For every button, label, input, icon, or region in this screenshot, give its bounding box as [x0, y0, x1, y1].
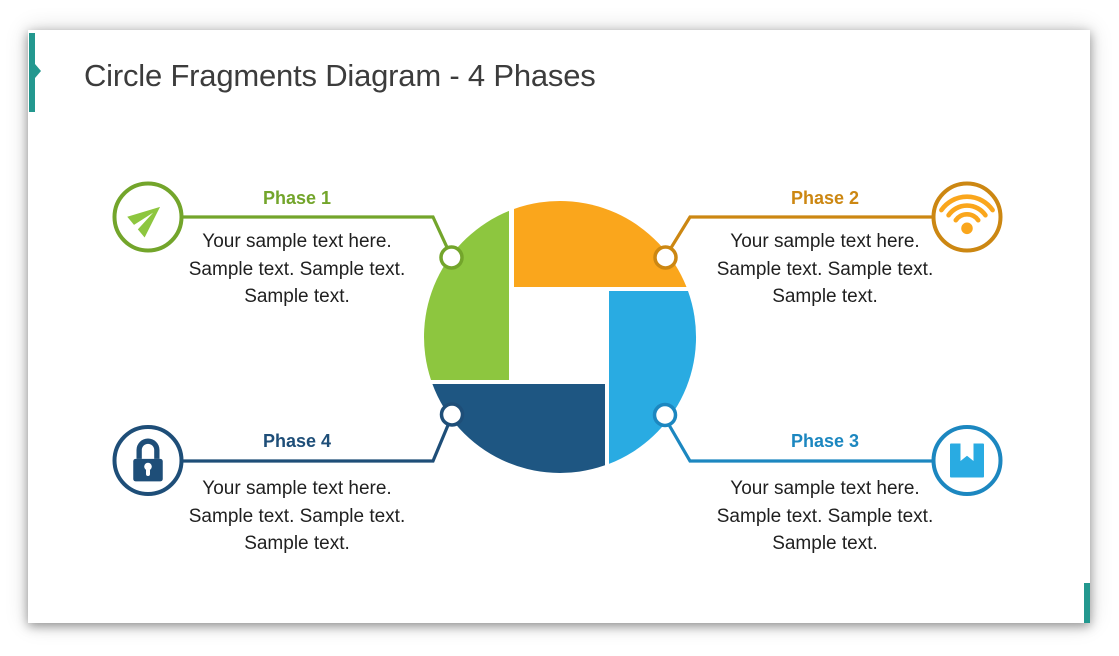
phase3-icon-badge — [931, 425, 1003, 496]
phase2-icon-badge — [931, 181, 1003, 253]
phase2-text-line3: Sample text. — [772, 286, 878, 307]
phase4-text-line1: Your sample text here. — [202, 478, 392, 499]
bookmark-icon — [950, 443, 984, 478]
phase3-text-line3: Sample text. — [772, 533, 878, 554]
page-title: Circle Fragments Diagram - 4 Phases — [84, 58, 596, 93]
connector-node-phase4 — [439, 402, 465, 427]
circle-fragment-green — [424, 210, 509, 380]
circle-fragment-orange — [514, 200, 687, 287]
phase4-text: Your sample text here. Sample text. Samp… — [147, 475, 447, 558]
phase1-text-line1: Your sample text here. — [202, 231, 392, 252]
phase3-label: Phase 3 — [790, 431, 860, 451]
connector-node-phase3 — [652, 402, 678, 428]
paper-plane-icon — [127, 206, 161, 238]
connector-line-phase2 — [664, 215, 940, 257]
lock-icon — [133, 438, 163, 482]
phase4-text-line2: Sample text. Sample text. — [188, 505, 406, 527]
phase4-text-line3: Sample text. — [244, 533, 350, 554]
phase2-label: Phase 2 — [790, 188, 860, 208]
circle-fragment-navy — [432, 384, 605, 473]
phase4-label: Phase 4 — [262, 431, 332, 451]
teal-accent-bar-bottom-right — [1084, 583, 1090, 623]
phase1-icon-badge — [112, 181, 184, 253]
phase1-text: Your sample text here. Sample text. Samp… — [147, 228, 447, 311]
connector-line-phase1 — [175, 215, 453, 257]
phase3-text-line1: Your sample text here. — [730, 478, 920, 499]
phase1-text-line2: Sample text. Sample text. — [188, 258, 406, 280]
phase2-text-line2: Sample text. Sample text. — [716, 258, 934, 280]
teal-accent-bar-left — [29, 33, 35, 112]
connector-line-phase3 — [663, 417, 940, 463]
phase4-icon-badge — [112, 425, 184, 496]
slide-card — [28, 30, 1090, 623]
phase3-text-line2: Sample text. Sample text. — [716, 505, 934, 527]
phase3-text: Your sample text here. Sample text. Samp… — [675, 475, 975, 558]
phase2-text: Your sample text here. Sample text. Samp… — [675, 228, 975, 311]
connector-line-phase4 — [175, 417, 453, 463]
circle-fragment-blue — [609, 291, 697, 464]
connector-node-phase1 — [439, 245, 464, 270]
wifi-icon — [939, 194, 995, 235]
connector-node-phase2 — [653, 245, 678, 270]
phase1-text-line3: Sample text. — [244, 286, 350, 307]
teal-arrow-icon — [35, 64, 41, 78]
phase1-label: Phase 1 — [262, 188, 332, 208]
phase2-text-line1: Your sample text here. — [730, 231, 920, 252]
